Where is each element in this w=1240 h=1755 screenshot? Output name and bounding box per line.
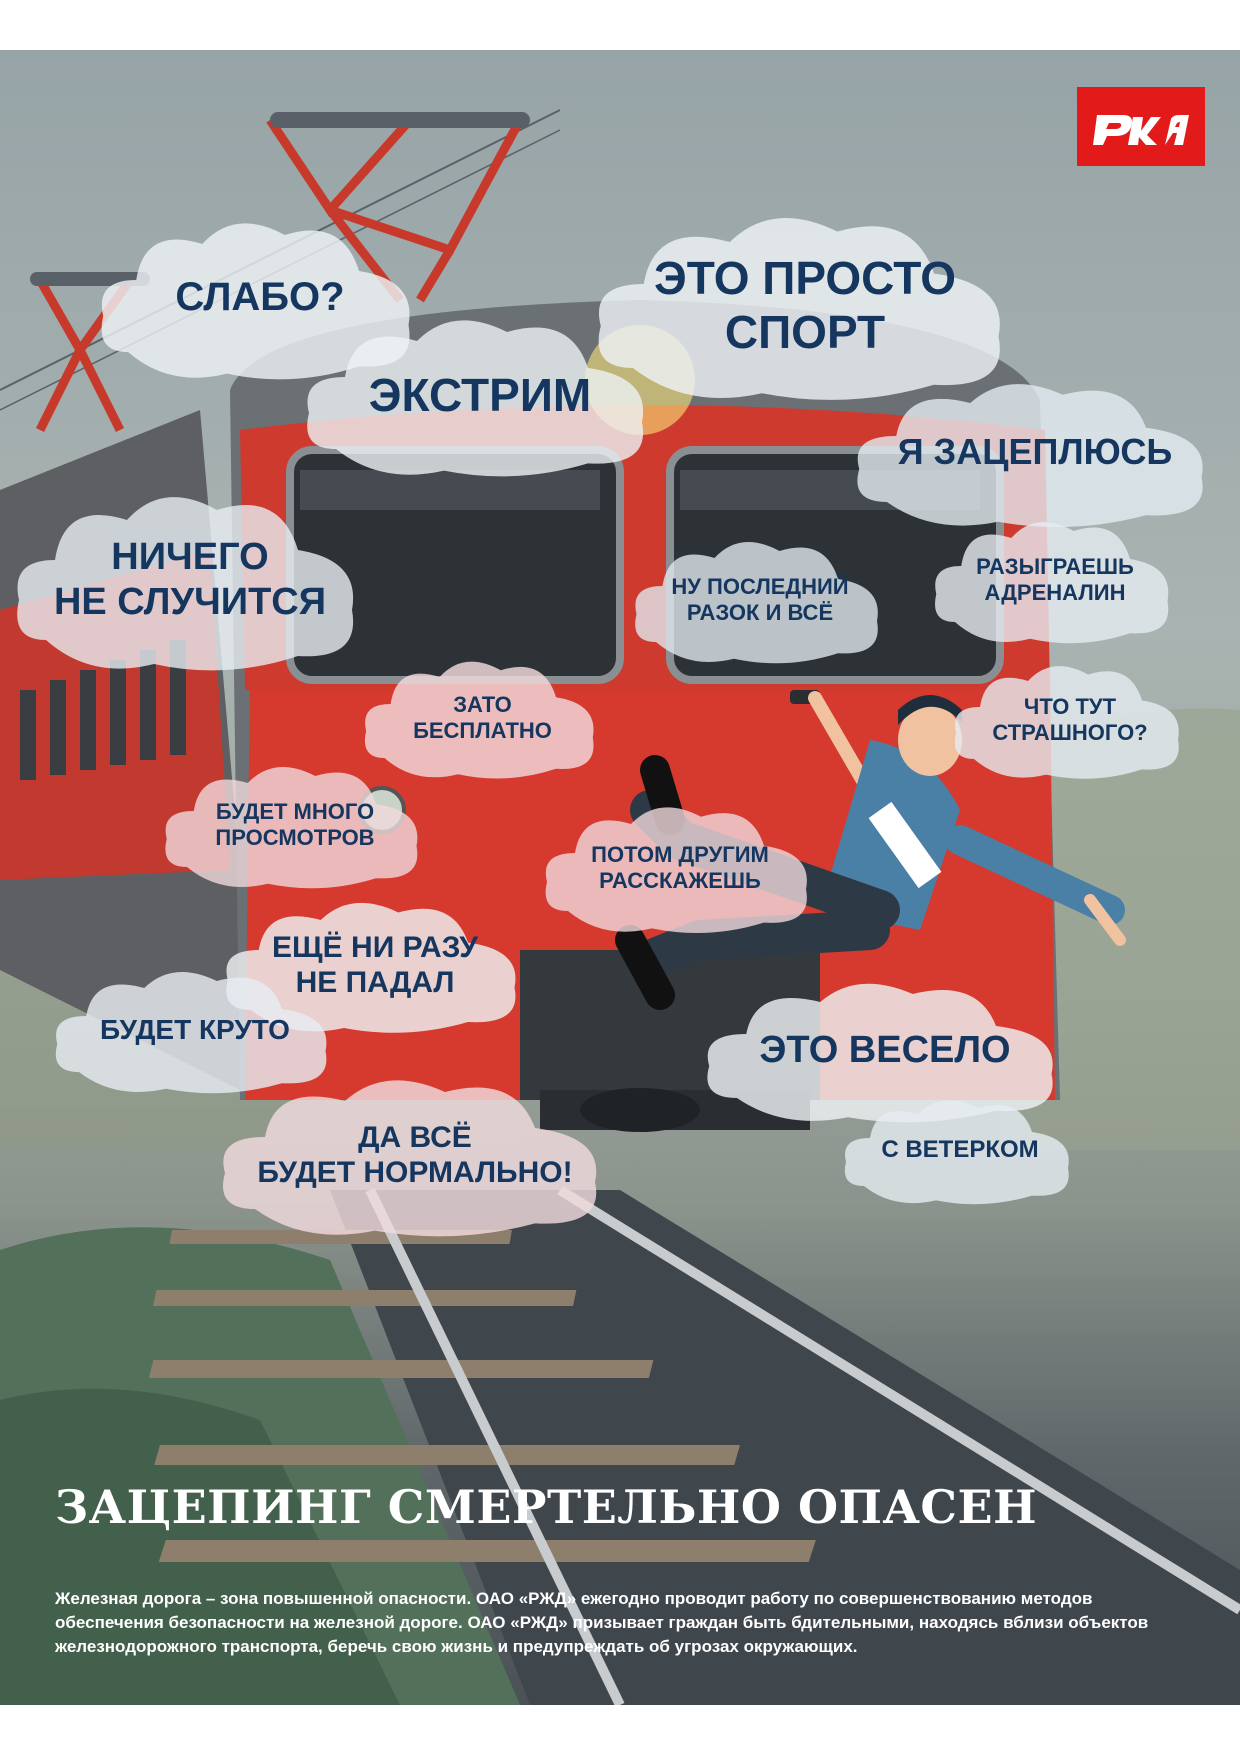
cloud-text: НИЧЕГО НЕ СЛУЧИТСЯ xyxy=(53,536,327,623)
body-text: Железная дорога – зона повышенной опасно… xyxy=(55,1589,1149,1656)
cloud-rasskazhesh: ПОТОМ ДРУГИМ РАССКАЖЕШЬ xyxy=(540,795,820,940)
cloud-besplatno: ЗАТО БЕСПЛАТНО xyxy=(360,650,605,785)
cloud-nichego: НИЧЕГО НЕ СЛУЧИТСЯ xyxy=(10,480,370,680)
cloud-veterkom: С ВЕТЕРКОМ xyxy=(840,1090,1080,1210)
cloud-veselo: ЭТО ВЕСЕЛО xyxy=(700,970,1070,1130)
cloud-posledniy: НУ ПОСЛЕДНИЙ РАЗОК И ВСЁ xyxy=(630,530,890,670)
cloud-text: ДА ВСЁ БУДЕТ НОРМАЛЬНО! xyxy=(257,1120,573,1189)
cloud-text: СЛАБО? xyxy=(175,275,345,320)
rzd-logo-mark xyxy=(1093,114,1189,145)
cloud-extreme: ЭКСТРИМ xyxy=(300,305,660,485)
cloud-strashnogo: ЧТО ТУТ СТРАШНОГО? xyxy=(950,655,1190,785)
rzd-logo xyxy=(1077,87,1205,166)
cloud-adrenalin: РАЗЫГРАЕШЬ АДРЕНАЛИН xyxy=(930,510,1180,650)
cloud-text: С ВЕТЕРКОМ xyxy=(881,1135,1039,1163)
cloud-text: ЭКСТРИМ xyxy=(368,368,592,421)
cloud-text: ЧТО ТУТ СТРАШНОГО? xyxy=(992,694,1148,745)
cloud-slabo: СЛАБО? xyxy=(95,208,425,388)
cloud-sport: ЭТО ПРОСТО СПОРТ xyxy=(590,200,1020,410)
cloud-text: ЭТО ВЕСЕЛО xyxy=(759,1028,1011,1071)
cloud-text: ЭТО ПРОСТО СПОРТ xyxy=(654,251,956,358)
cloud-text: ЗАТО БЕСПЛАТНО xyxy=(413,691,552,743)
cloud-text: ЕЩЁ НИ РАЗУ НЕ ПАДАЛ xyxy=(272,930,478,999)
headline: ЗАЦЕПИНГ СМЕРТЕЛЬНО ОПАСЕН xyxy=(55,1480,1038,1534)
cloud-text: ПОТОМ ДРУГИМ РАССКАЖЕШЬ xyxy=(591,841,769,893)
cloud-ne-padal: ЕЩЁ НИ РАЗУ НЕ ПАДАЛ xyxy=(220,890,530,1040)
cloud-prosmotrov: БУДЕТ МНОГО ПРОСМОТРОВ xyxy=(160,755,430,895)
cloud-text: БУДЕТ МНОГО ПРОСМОТРОВ xyxy=(215,799,375,850)
cloud-normalno: ДА ВСЁ БУДЕТ НОРМАЛЬНО! xyxy=(215,1065,615,1245)
poster: СЛАБО? ЭТО ПРОСТО СПОРТ ЭКСТРИМ Я ЗАЦЕПЛ… xyxy=(0,50,1240,1705)
cloud-text: НУ ПОСЛЕДНИЙ РАЗОК И ВСЁ xyxy=(671,574,849,625)
cloud-text: Я ЗАЦЕПЛЮСЬ xyxy=(897,431,1173,473)
cloud-kruto: БУДЕТ КРУТО xyxy=(50,960,340,1100)
cloud-text: РАЗЫГРАЕШЬ АДРЕНАЛИН xyxy=(976,554,1134,605)
cloud-text: БУДЕТ КРУТО xyxy=(100,1014,290,1046)
cloud-zaceplus: Я ЗАЦЕПЛЮСЬ xyxy=(850,370,1220,535)
